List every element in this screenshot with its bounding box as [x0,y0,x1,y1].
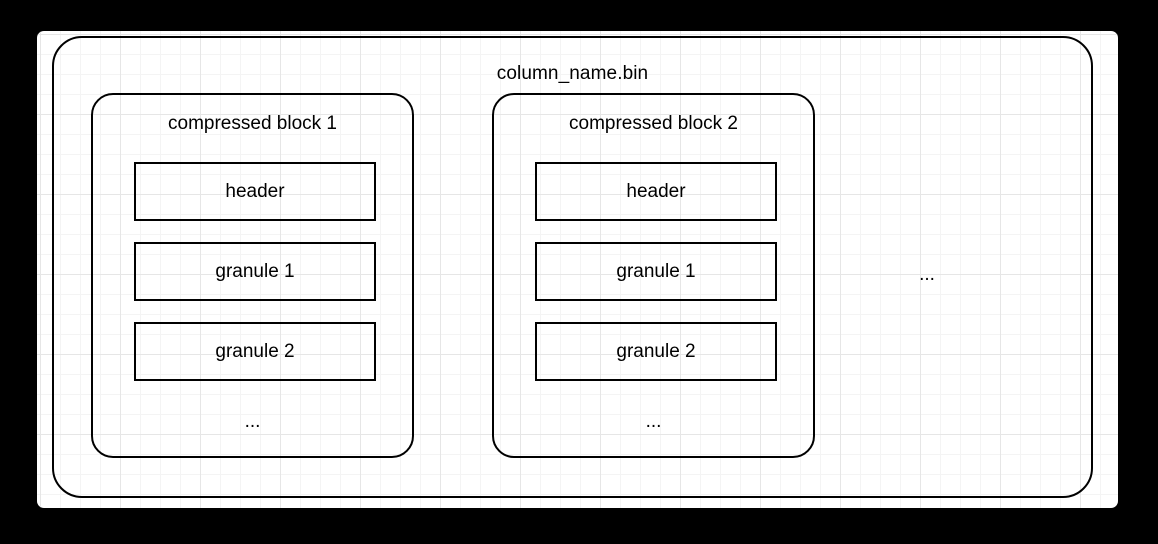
compressed-block-1-granule-1[interactable]: granule 1 [134,242,376,301]
compressed-block-2-title: compressed block 2 [569,113,738,134]
compressed-block-1-title: compressed block 1 [168,113,337,134]
diagram-canvas: column_name.bin compressed block 1 heade… [37,31,1118,508]
compressed-block-2-granule-2[interactable]: granule 2 [535,322,777,381]
file-title: column_name.bin [496,63,649,84]
compressed-block-1-header[interactable]: header [134,162,376,221]
compressed-block-2-granule-1[interactable]: granule 1 [535,242,777,301]
compressed-block-1-granule-2[interactable]: granule 2 [134,322,376,381]
shapes-layer: column_name.bin compressed block 1 heade… [37,31,1118,508]
compressed-block-1[interactable]: compressed block 1 header granule 1 gran… [91,93,414,458]
compressed-block-2[interactable]: compressed block 2 header granule 1 gran… [492,93,815,458]
compressed-block-2-ellipsis: ... [645,411,662,432]
compressed-block-1-ellipsis: ... [244,411,261,432]
more-blocks-ellipsis: ... [919,264,935,285]
file-container-column-name-bin[interactable]: column_name.bin [52,36,1093,498]
grid-background [37,31,1118,508]
compressed-block-2-header[interactable]: header [535,162,777,221]
